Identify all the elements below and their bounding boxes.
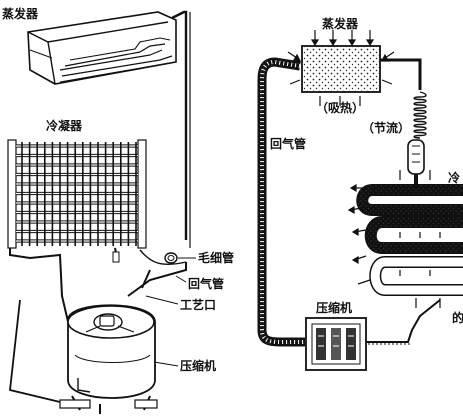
label-capillary: 毛细管 xyxy=(198,250,234,265)
label-throttle: （节流） xyxy=(362,120,410,135)
right-evaporator xyxy=(301,45,422,93)
right-condenser xyxy=(356,182,463,296)
label-r-return-pipe: 回气管 xyxy=(270,136,306,151)
left-diagram: 蒸发器 冷凝器 毛细管 回气管 工艺口 压缩机 xyxy=(2,6,234,414)
label-compressor: 压缩机 xyxy=(180,358,216,373)
right-evaporator-arrows xyxy=(287,30,395,106)
left-leader-lines xyxy=(145,257,196,367)
label-evaporator: 蒸发器 xyxy=(2,6,39,21)
left-return-pipe-line xyxy=(171,10,188,240)
right-return-pipe xyxy=(257,57,305,347)
label-r-compressor: 压缩机 xyxy=(316,300,352,315)
right-compressor xyxy=(305,299,441,371)
left-condenser-coil xyxy=(7,139,147,249)
label-cut-text-2: 的 xyxy=(452,310,463,325)
label-absorb-heat: （吸热） xyxy=(316,100,364,115)
label-condenser: 冷凝器 xyxy=(46,118,83,133)
right-throttle-coil xyxy=(407,91,427,190)
left-evaporator xyxy=(27,11,177,85)
right-diagram: 蒸发器 （吸热） （节流） 回气管 压缩机 冷 的 xyxy=(257,16,463,371)
right-condenser-arrows xyxy=(347,170,441,308)
left-compressor xyxy=(59,304,158,414)
left-capillary-coil xyxy=(112,247,187,266)
label-return-pipe: 回气管 xyxy=(188,276,224,291)
label-r-evaporator: 蒸发器 xyxy=(322,16,359,31)
label-process-port: 工艺口 xyxy=(180,297,216,312)
label-cut-text-1: 冷 xyxy=(448,170,460,185)
